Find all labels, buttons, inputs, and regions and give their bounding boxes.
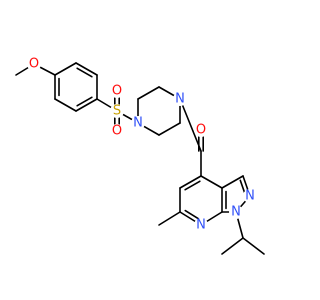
atom-label-o_methoxy: O bbox=[29, 57, 39, 72]
atom-background-n_pyridine bbox=[194, 218, 208, 232]
atom-label-n_pyridine: N bbox=[196, 218, 206, 233]
atom-background-n_pyrazole_2 bbox=[243, 189, 257, 203]
atom-label-n_piperazine_1: N bbox=[133, 116, 143, 131]
double-bond-b3-b4 bbox=[75, 98, 98, 112]
atom-label-o_carbonyl: O bbox=[196, 123, 206, 138]
single-bond-c3a-c3 bbox=[221, 175, 244, 189]
atom-background-n_piperazine_1 bbox=[131, 116, 145, 130]
atom-background-o_carbonyl bbox=[194, 123, 208, 137]
double-bond-b5-b6-inner bbox=[76, 67, 93, 78]
atom-background-s_sulfonyl bbox=[110, 104, 124, 118]
single-bond-iCH-iMe1 bbox=[221, 237, 244, 255]
single-bond-c4-c3a bbox=[200, 175, 223, 189]
single-bond-iCH-iMe2 bbox=[242, 237, 265, 255]
atom-background-o_methoxy bbox=[27, 57, 41, 71]
double-bond-b5-b6 bbox=[75, 62, 98, 76]
atom-background-o_sulfonyl_bottom bbox=[110, 124, 124, 138]
atom-label-o_sulfonyl_bottom: O bbox=[112, 124, 122, 139]
single-bond-N4-cC bbox=[179, 98, 202, 152]
atom-background-o_sulfonyl_top bbox=[110, 84, 124, 98]
single-bond-p5-p6 bbox=[158, 122, 181, 136]
double-bond-c5-c4-inner bbox=[184, 180, 201, 191]
single-bond-c6-me6 bbox=[158, 211, 181, 226]
atom-label-n_piperazine_4: N bbox=[175, 92, 185, 107]
atom-label-o_sulfonyl_top: O bbox=[112, 84, 122, 99]
single-bond-p2-p3 bbox=[137, 86, 160, 100]
atom-label-s_sulfonyl: S bbox=[113, 104, 121, 119]
single-bond-b2-b3 bbox=[54, 98, 77, 112]
double-bond-b3-b4-inner bbox=[76, 96, 93, 107]
atom-background-n_pyrazole_1 bbox=[229, 205, 243, 219]
double-bond-c5-c4 bbox=[179, 175, 202, 189]
atom-label-n_pyrazole_1: N bbox=[231, 205, 241, 220]
bond-layer bbox=[15, 62, 265, 255]
single-bond-b6-b1 bbox=[54, 62, 77, 76]
atom-background-n_piperazine_4 bbox=[173, 92, 187, 106]
atom-label-n_pyrazole_2: N bbox=[245, 189, 255, 204]
double-bond-nPy-c6-inner bbox=[184, 209, 201, 221]
